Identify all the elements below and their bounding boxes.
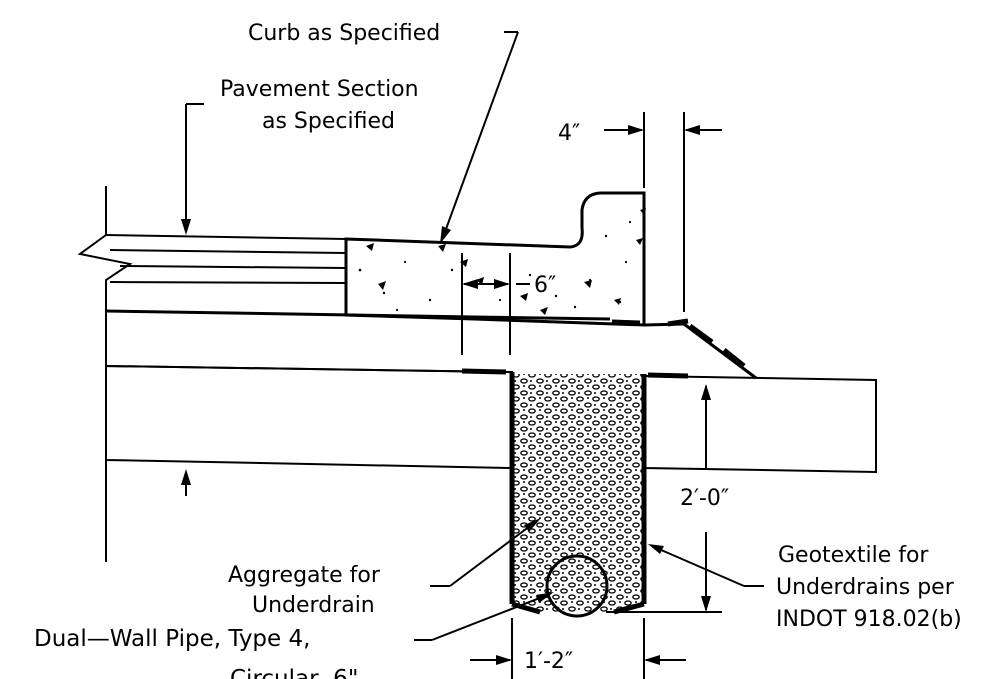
dimension-trench-width: 1′-2″: [470, 618, 686, 679]
curb-width-dim-text: 4″: [558, 121, 580, 146]
dimension-offset: 6″: [461, 253, 556, 355]
leader-curb: Curb as Specified: [248, 21, 519, 244]
pavement-label-line1: Pavement Section: [220, 77, 419, 102]
dimension-curb-width: 4″: [558, 112, 722, 312]
geotextile-label-line3: INDOT 918.02(b): [776, 607, 962, 632]
curb-label: Curb as Specified: [248, 21, 440, 46]
geotextile-label-line2: Underdrains per: [776, 575, 955, 600]
subgrade-hatch: [105, 364, 877, 474]
trench-depth-dim-text: 2′-0″: [680, 486, 729, 511]
dimension-trench-depth: 2′-0″: [606, 384, 729, 613]
leader-geotextile: Geotextile for Underdrains per INDOT 918…: [648, 543, 962, 632]
pavement-label-line2: as Specified: [262, 109, 395, 134]
leader-pipe: Dual—Wall Pipe, Type 4, Circular, 6": [34, 592, 554, 679]
aggregate-label-line2: Underdrain: [252, 593, 375, 618]
pipe-label-line1: Dual—Wall Pipe, Type 4,: [34, 626, 310, 652]
underdrain-pipe: [545, 554, 609, 618]
offset-dim-text: 6″: [534, 273, 556, 298]
concrete-curb: [344, 191, 646, 327]
leader-pavement: Pavement Section as Specified: [181, 77, 419, 496]
curb-base: [611, 318, 757, 380]
pipe-label-line2: Circular, 6": [230, 666, 358, 679]
trench-width-dim-text: 1′-2″: [524, 649, 573, 674]
leader-aggregate: Aggregate for Underdrain: [228, 518, 541, 618]
geotextile-label-line1: Geotextile for: [778, 543, 929, 568]
aggregate-label-line1: Aggregate for: [228, 563, 381, 588]
aggregate-trench: [461, 368, 689, 615]
